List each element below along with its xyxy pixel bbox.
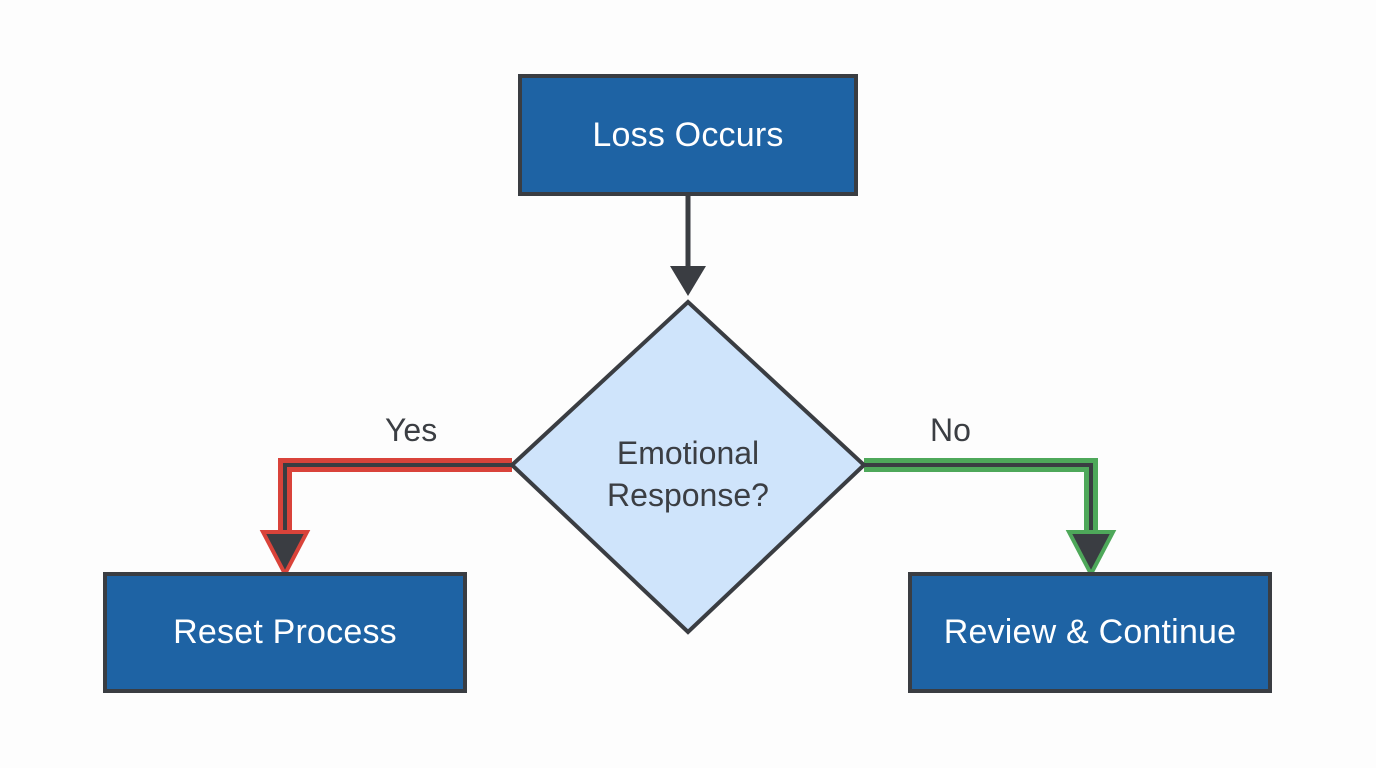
connector-yes-core: [283, 463, 512, 540]
decision-label: Emotional Response?: [560, 432, 816, 516]
edge-label-no: No: [930, 412, 971, 448]
node-reset-process: Reset Process: [103, 572, 467, 693]
connector-no-path: [864, 458, 1098, 540]
arrowhead-down-icon: [670, 266, 706, 296]
connector-yes-path: [278, 458, 512, 540]
node-reset-process-label: Reset Process: [173, 613, 397, 651]
arrowhead-yes-icon: [259, 530, 311, 579]
node-review-continue: Review & Continue: [908, 572, 1272, 693]
decision-diamond: [509, 299, 867, 635]
edge-label-yes: Yes: [385, 412, 438, 448]
connector-no-core: [864, 463, 1093, 540]
node-loss-occurs: Loss Occurs: [518, 74, 858, 196]
decision-label-line1: Emotional: [616, 435, 760, 471]
node-review-continue-label: Review & Continue: [943, 613, 1237, 651]
arrowhead-no-icon: [1065, 530, 1117, 579]
decision-label-line2: Response?: [607, 477, 769, 513]
node-loss-occurs-label: Loss Occurs: [592, 115, 784, 154]
